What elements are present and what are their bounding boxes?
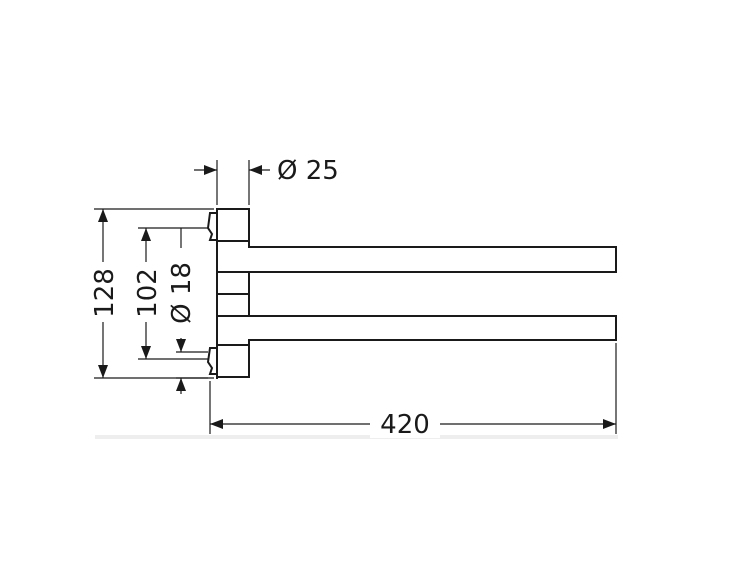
arrowhead xyxy=(210,419,223,429)
arm-length-label: 420 xyxy=(380,410,430,440)
arrowhead xyxy=(141,228,151,241)
arrowhead xyxy=(98,365,108,378)
pipe-diameter-label: Ø 18 xyxy=(167,262,197,324)
label-mask xyxy=(133,262,159,322)
arrowhead xyxy=(603,419,616,429)
arrowhead xyxy=(204,165,217,175)
bottom-cap-detail xyxy=(206,347,218,375)
arrowhead xyxy=(176,378,186,391)
label-mask xyxy=(90,262,116,322)
overall-height-label: 128 xyxy=(90,268,120,318)
arrowhead xyxy=(176,339,186,352)
product-outline xyxy=(206,208,617,379)
top-mount-block xyxy=(216,208,250,242)
dimension-overall-height: 128 xyxy=(90,208,214,379)
dimension-arm-spacing: 102 xyxy=(133,227,208,360)
arrowhead xyxy=(98,209,108,222)
arrowhead xyxy=(249,165,262,175)
top-cap-detail xyxy=(206,212,218,241)
bottom-mount-block xyxy=(216,344,250,378)
dimension-rose-diameter: Ø 25 xyxy=(194,156,339,205)
rose-diameter-label: Ø 25 xyxy=(277,156,339,186)
middle-hub-lower xyxy=(216,293,250,317)
label-mask xyxy=(370,410,440,438)
arm-spacing-label: 102 xyxy=(133,268,163,318)
middle-hub-upper xyxy=(216,271,250,295)
lower-arm xyxy=(248,315,617,346)
upper-arm xyxy=(248,240,617,273)
arrowhead xyxy=(141,346,151,359)
dimension-arm-length: 420 xyxy=(209,343,617,440)
dimension-pipe-diameter: Ø 18 xyxy=(167,228,208,394)
